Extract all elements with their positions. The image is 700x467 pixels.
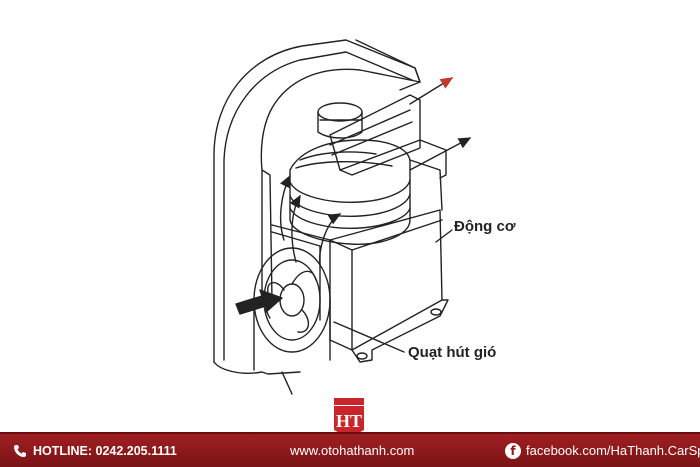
hathanh-logo: HT [334,398,364,442]
blower-motor-diagram: Động cơ Quạt hút gió [213,39,516,395]
svg-text:HT: HT [336,411,362,431]
intake-arrow [235,289,283,315]
housing-outline [213,39,421,363]
hotline-text: HOTLINE: 0242.205.1111 [33,443,177,458]
facebook-text: facebook.com/HaThanh.CarSpa [526,443,700,458]
footer-bar: HOTLINE: 0242.205.1111 www.otohathanh.co… [0,432,700,467]
logo-mark: HT [334,398,364,438]
facebook-link[interactable]: f facebook.com/HaThanh.CarSpa [505,434,700,467]
leader-fan [333,321,405,353]
blower-line-drawing [213,39,472,395]
website-link[interactable]: www.otohathanh.com [290,443,415,458]
phone-icon [12,443,27,458]
label-motor: Động cơ [454,218,516,235]
motor-block [329,209,443,351]
hotline[interactable]: HOTLINE: 0242.205.1111 [12,434,177,467]
leader-motor [435,229,453,243]
label-fan: Quạt hút gió [408,344,497,361]
facebook-icon: f [505,442,521,459]
